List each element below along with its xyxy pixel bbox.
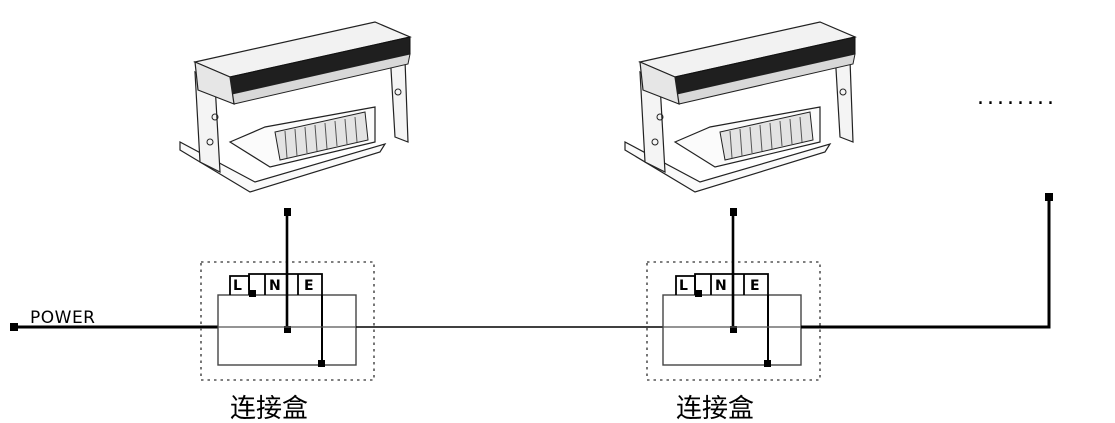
junction-box-caption: 连接盒	[230, 394, 308, 423]
terminal-l-label: L	[679, 278, 688, 294]
terminal-e-label: E	[750, 278, 760, 294]
output-wire	[801, 199, 1051, 329]
light-fixture-2	[624, 21, 856, 193]
terminal-e-label: E	[304, 278, 314, 294]
terminal-l-label: L	[233, 278, 242, 294]
power-label: POWER	[30, 308, 96, 328]
terminal-n-label: N	[715, 278, 727, 294]
junction-box-1: L N E 连接盒	[200, 208, 375, 423]
light-fixture-1	[179, 21, 411, 193]
junction-box-2: L N E 连接盒	[646, 208, 821, 423]
continuation-dots: ........	[977, 85, 1057, 110]
output-terminal	[1045, 193, 1053, 201]
junction-box-caption: 连接盒	[676, 394, 754, 423]
terminal-n-label: N	[269, 278, 281, 294]
